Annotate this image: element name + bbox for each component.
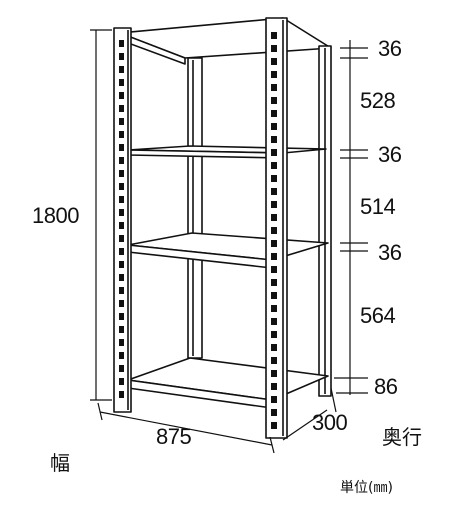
shelf2-thickness-label: 36 (378, 142, 402, 167)
depth-caption: 奥行 (382, 425, 422, 449)
post-slot (119, 235, 124, 242)
post-slot (119, 170, 124, 177)
post-slot (271, 292, 277, 299)
post-slot (119, 144, 124, 151)
post-slot (119, 53, 124, 60)
post-slot (119, 79, 124, 86)
post-slot (271, 84, 277, 91)
height-dimension (90, 29, 112, 401)
post-slot (271, 149, 277, 156)
post-slot (119, 92, 124, 99)
post-slot (119, 131, 124, 138)
bottom-clearance-label: 86 (374, 374, 398, 399)
depth-dimension (282, 387, 337, 441)
shelf3-thickness-label: 36 (378, 240, 402, 265)
post-slot (119, 248, 124, 255)
post-slot (271, 110, 277, 117)
post-slot (119, 365, 124, 372)
post-slot (271, 97, 277, 104)
gap-bottom-label: 564 (360, 303, 396, 328)
post-slot (271, 214, 277, 221)
depth-value-label: 300 (312, 410, 348, 435)
width-value-label: 875 (156, 424, 192, 449)
top-thickness-label: 36 (378, 36, 402, 61)
post-slot (271, 318, 277, 325)
post-slot (271, 396, 277, 403)
post-slot (271, 357, 277, 364)
post-slot (119, 378, 124, 385)
post-slot (271, 162, 277, 169)
post-slot (271, 123, 277, 130)
post-slot (119, 183, 124, 190)
post-slot (119, 261, 124, 268)
back-left-post (187, 57, 203, 359)
gap-middle-label: 514 (360, 194, 396, 219)
post-slot (271, 253, 277, 260)
post-slot (119, 209, 124, 216)
post-slot (271, 58, 277, 65)
post-slot (119, 157, 124, 164)
post-slot (119, 287, 124, 294)
post-slot (119, 66, 124, 73)
post-slot (119, 313, 124, 320)
post-slot (271, 201, 277, 208)
post-slot (271, 175, 277, 182)
front-left-post (113, 27, 132, 413)
post-slot (119, 222, 124, 229)
post-slot (119, 339, 124, 346)
width-caption: 幅 (50, 451, 70, 475)
post-slot (119, 40, 124, 47)
width-dimension (97, 402, 275, 454)
unit-caption: 単位(㎜) (340, 480, 393, 496)
post-slot (271, 136, 277, 143)
post-slot (119, 105, 124, 112)
post-slot (271, 32, 277, 39)
post-slot (271, 383, 277, 390)
front-left-post-slots (119, 40, 124, 398)
post-slot (119, 300, 124, 307)
post-slot (119, 391, 124, 398)
post-slot (271, 422, 277, 429)
post-slot (271, 370, 277, 377)
post-slot (271, 266, 277, 273)
post-slot (119, 274, 124, 281)
shelf-spacing-dimensions (334, 40, 368, 395)
post-slot (119, 352, 124, 359)
post-slot (119, 196, 124, 203)
post-slot (271, 227, 277, 234)
gap-top-label: 528 (360, 88, 396, 113)
post-slot (271, 305, 277, 312)
post-slot (271, 71, 277, 78)
post-slot (271, 279, 277, 286)
post-slot (271, 331, 277, 338)
total-height-label: 1800 (32, 203, 79, 228)
post-slot (271, 188, 277, 195)
post-slot (271, 45, 277, 52)
post-slot (119, 326, 124, 333)
post-slot (271, 240, 277, 247)
front-right-post-slots (271, 32, 277, 429)
post-slot (271, 409, 277, 416)
post-slot (119, 118, 124, 125)
post-slot (271, 344, 277, 351)
